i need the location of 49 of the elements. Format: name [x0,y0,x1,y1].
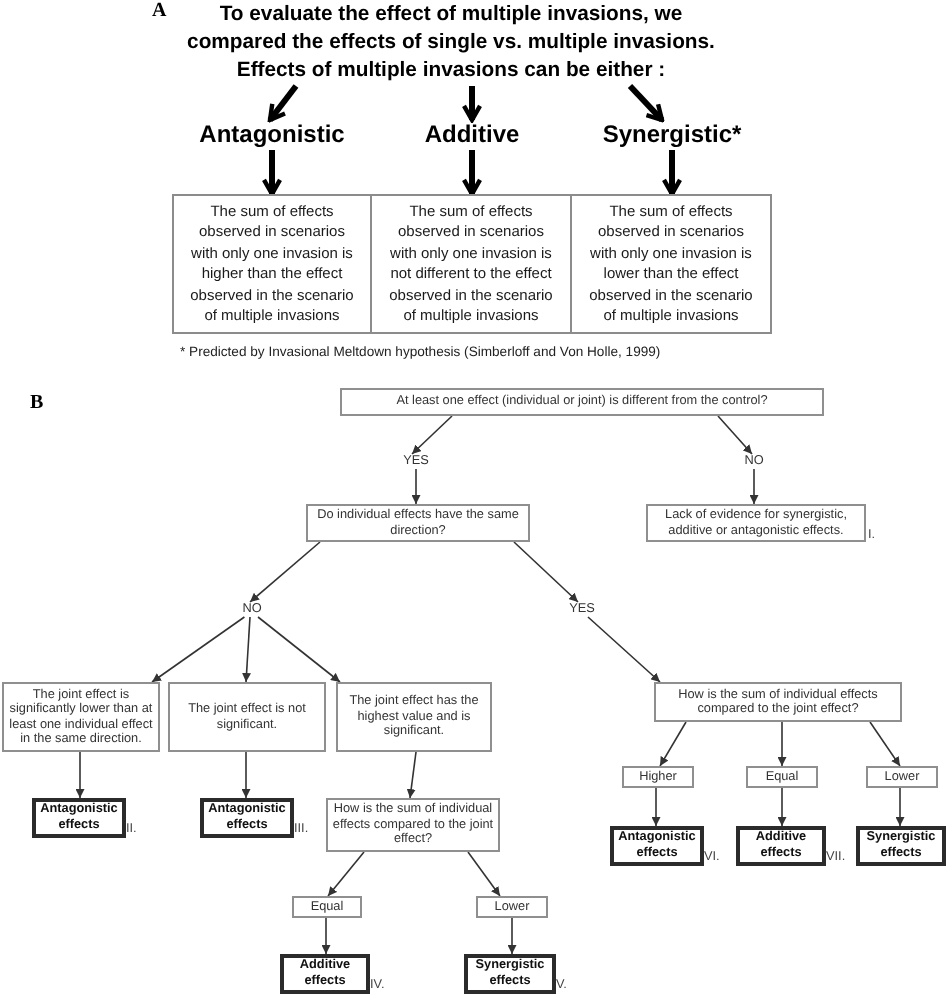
panel-label: A [152,0,167,22]
arrow [406,751,417,799]
arrow [461,150,483,197]
arrow [661,150,683,197]
arrow [411,468,421,505]
arrow [651,787,661,827]
definition-cell [172,194,372,334]
arrow [869,721,901,767]
arrow [513,541,579,603]
arrow [507,917,517,955]
arrow [895,787,905,827]
arrow [659,721,687,767]
arrow [749,468,759,505]
arrow [461,86,483,123]
arrow [267,84,299,123]
question-box [306,504,530,542]
effect-type-label: Synergistic* [602,120,742,150]
arrow [627,83,665,123]
panel-label: B [30,392,44,414]
answer-box [866,766,938,788]
answer-box [292,896,362,918]
definition-cell [572,194,772,334]
arrow [467,851,501,897]
effect-type-label: Antagonistic [199,120,345,150]
question-box [340,388,824,416]
arrow [321,917,331,955]
arrow [777,721,787,767]
definition-cell [372,194,572,334]
answer-box [476,896,548,918]
arrow [249,541,321,603]
arrow [75,751,85,799]
arrow [261,150,283,197]
answer-box [622,766,694,788]
arrow [777,787,787,827]
answer-box [746,766,818,788]
arrow [717,415,753,455]
result-box [856,826,946,866]
question-box [168,682,326,752]
question-box [654,682,902,722]
arrow [242,616,252,683]
arrow [241,751,251,799]
arrow [257,616,341,683]
arrow [151,616,246,683]
arrow [587,616,661,683]
question-box [336,682,492,752]
arrow [327,851,365,897]
intro-text: To evaluate the effect of multiple invasions, we compared the effects of single vs. multiple invasions. Effects of multiple invasions can be either : [176,2,726,86]
effect-type-label: Additive [424,120,520,150]
arrow [411,415,453,455]
